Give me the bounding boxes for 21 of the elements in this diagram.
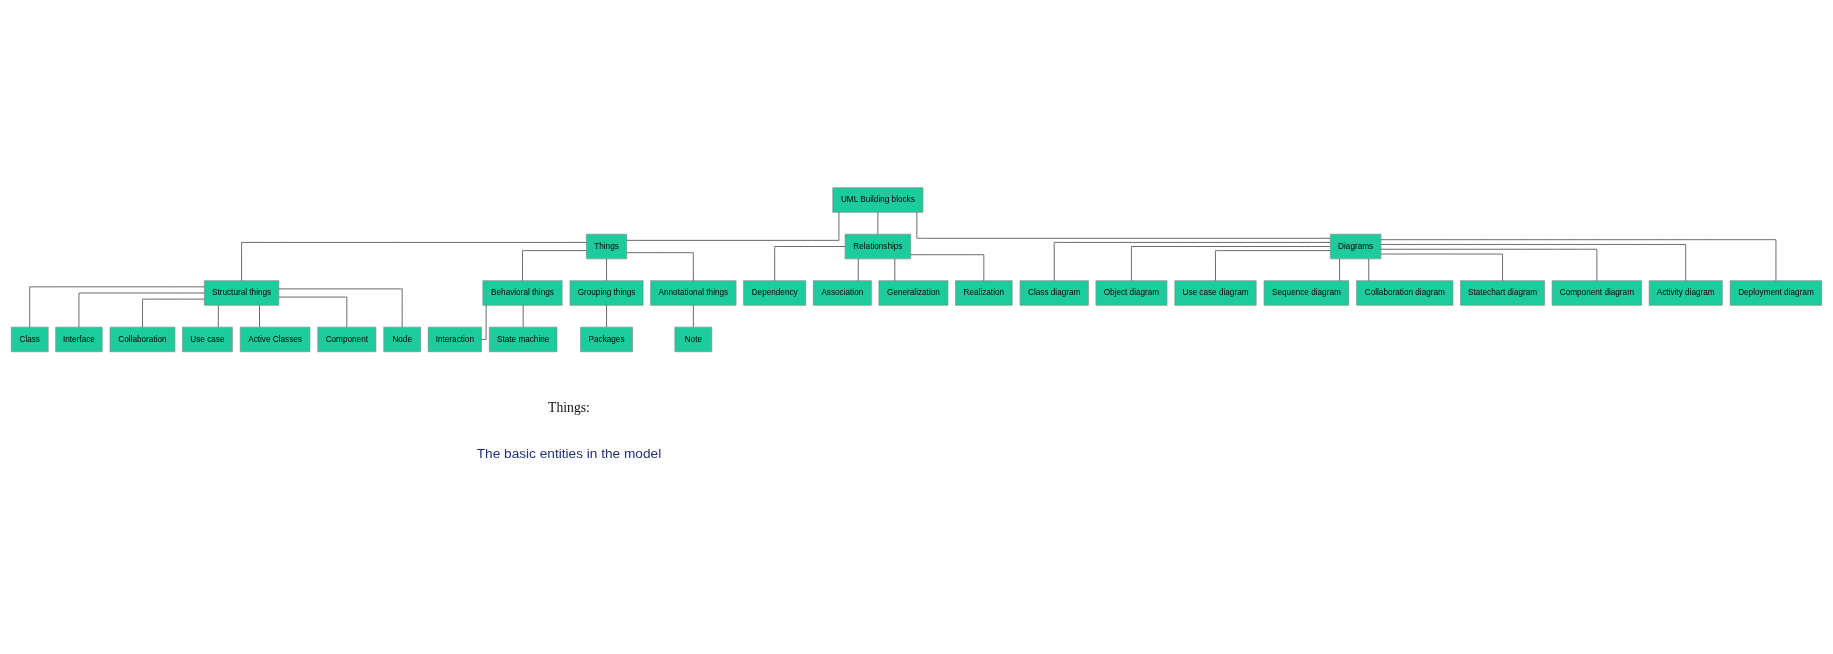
connector xyxy=(1380,243,1687,281)
label: Things: xyxy=(548,399,590,415)
connector xyxy=(606,304,607,327)
connector xyxy=(522,249,587,281)
connector xyxy=(626,211,840,241)
connector xyxy=(693,304,694,327)
connector xyxy=(259,304,260,327)
connector xyxy=(626,251,694,281)
connector xyxy=(606,258,607,281)
connector xyxy=(218,304,219,327)
connector xyxy=(1215,249,1331,281)
connector xyxy=(1380,238,1777,281)
connector xyxy=(1131,245,1331,281)
connector xyxy=(1339,258,1340,281)
connector xyxy=(774,245,846,281)
connector xyxy=(142,298,205,327)
label: The basic entities in the model xyxy=(476,445,662,461)
connector xyxy=(1053,241,1331,281)
connector xyxy=(1380,253,1503,281)
connector xyxy=(241,241,587,281)
connector xyxy=(481,304,487,340)
